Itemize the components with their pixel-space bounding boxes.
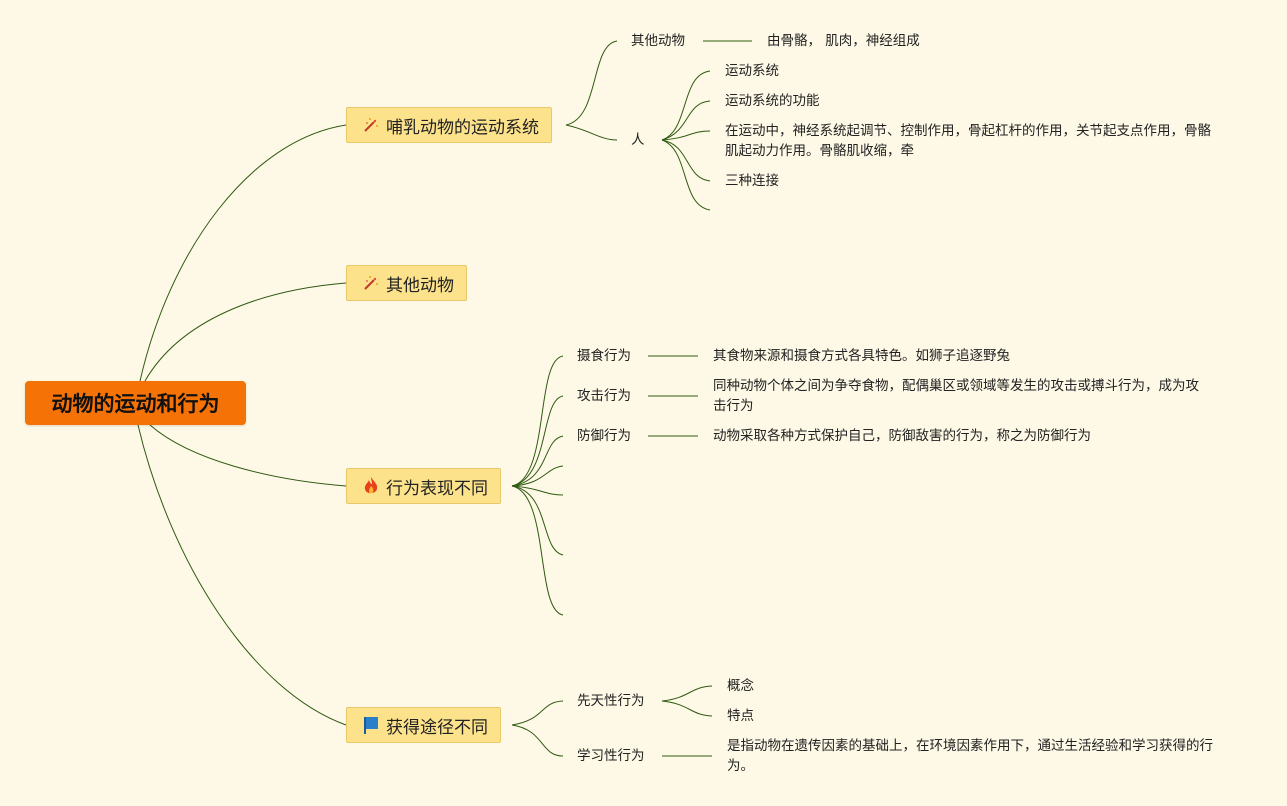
node-attack-behavior[interactable]: 攻击行为: [577, 388, 631, 404]
connector-b0-c0: [565, 40, 618, 126]
leaf-text[interactable]: 概念: [727, 678, 754, 694]
branch-mammal-motor-system[interactable]: 哺乳动物的运动系统: [346, 107, 552, 143]
connector-b2-c6: [511, 485, 564, 616]
connector-b0c1-leaf4: [661, 139, 711, 211]
node-human[interactable]: 人: [631, 132, 645, 148]
node-learned-behavior[interactable]: 学习性行为: [577, 748, 645, 764]
flag-icon: [361, 715, 381, 735]
node-defense-behavior[interactable]: 防御行为: [577, 428, 631, 444]
connector-root-b3: [137, 424, 347, 726]
branch-label: 获得途径不同: [386, 717, 488, 738]
fire-icon: [361, 476, 381, 496]
leaf-text[interactable]: 其食物来源和摄食方式各具特色。如狮子追逐野兔: [713, 348, 1010, 364]
connector-root-b2: [149, 424, 347, 487]
leaf-text[interactable]: 动物采取各种方式保护自己，防御敌害的行为，称之为防御行为: [713, 428, 1091, 444]
connector-root-b0: [139, 124, 347, 382]
connector-b3c0-leaf1: [661, 700, 713, 717]
connector-b0c1-leaf3: [661, 139, 711, 182]
magic-wand-icon: [361, 273, 381, 293]
connector-b0-c1: [565, 124, 618, 141]
connector-b2-c2: [511, 435, 564, 487]
connector-b0c1-leaf2: [661, 130, 711, 141]
branch-acquisition-ways[interactable]: 获得途径不同: [346, 707, 501, 743]
connector-b3c0-leaf0: [661, 685, 713, 702]
connector-b2-c5: [511, 485, 564, 556]
branch-other-animals[interactable]: 其他动物: [346, 265, 467, 301]
leaf-text[interactable]: 在运动中，神经系统起调节、控制作用，骨起杠杆的作用，关节起支点作用，骨骼肌起动力…: [725, 123, 1211, 159]
leaf-text[interactable]: 是指动物在遗传因素的基础上，在环境因素作用下，通过生活经验和学习获得的行为。: [727, 738, 1213, 774]
branch-label: 行为表现不同: [386, 478, 488, 499]
branch-label: 哺乳动物的运动系统: [386, 117, 539, 138]
connector-b0c1-leaf0: [661, 70, 711, 141]
leaf-text[interactable]: 三种连接: [725, 173, 779, 189]
connector-b3-c0: [511, 700, 564, 726]
leaf-text[interactable]: 特点: [727, 708, 754, 724]
leaf-text[interactable]: 同种动物个体之间为争夺食物，配偶巢区或领域等发生的攻击或搏斗行为，成为攻击行为: [713, 378, 1199, 414]
leaf-text[interactable]: 运动系统的功能: [725, 93, 820, 109]
magic-wand-icon: [361, 115, 381, 135]
leaf-text[interactable]: 运动系统: [725, 63, 779, 79]
node-feeding-behavior[interactable]: 摄食行为: [577, 348, 631, 364]
node-innate-behavior[interactable]: 先天性行为: [577, 693, 645, 709]
connector-b2-c0: [511, 355, 564, 487]
connector-root-b1: [144, 282, 347, 382]
connector-b2-c3: [511, 465, 564, 487]
connector-b2-c4: [511, 485, 564, 496]
branch-label: 其他动物: [386, 275, 454, 296]
node-other-animals[interactable]: 其他动物: [631, 33, 685, 49]
leaf-text[interactable]: 由骨骼， 肌肉，神经组成: [767, 33, 920, 49]
connector-b0c1-leaf1: [661, 100, 711, 141]
connector-b2-c1: [511, 395, 564, 487]
root-topic[interactable]: 动物的运动和行为: [25, 381, 246, 425]
branch-behavior-types[interactable]: 行为表现不同: [346, 468, 501, 504]
connector-b3-c1: [511, 724, 564, 757]
